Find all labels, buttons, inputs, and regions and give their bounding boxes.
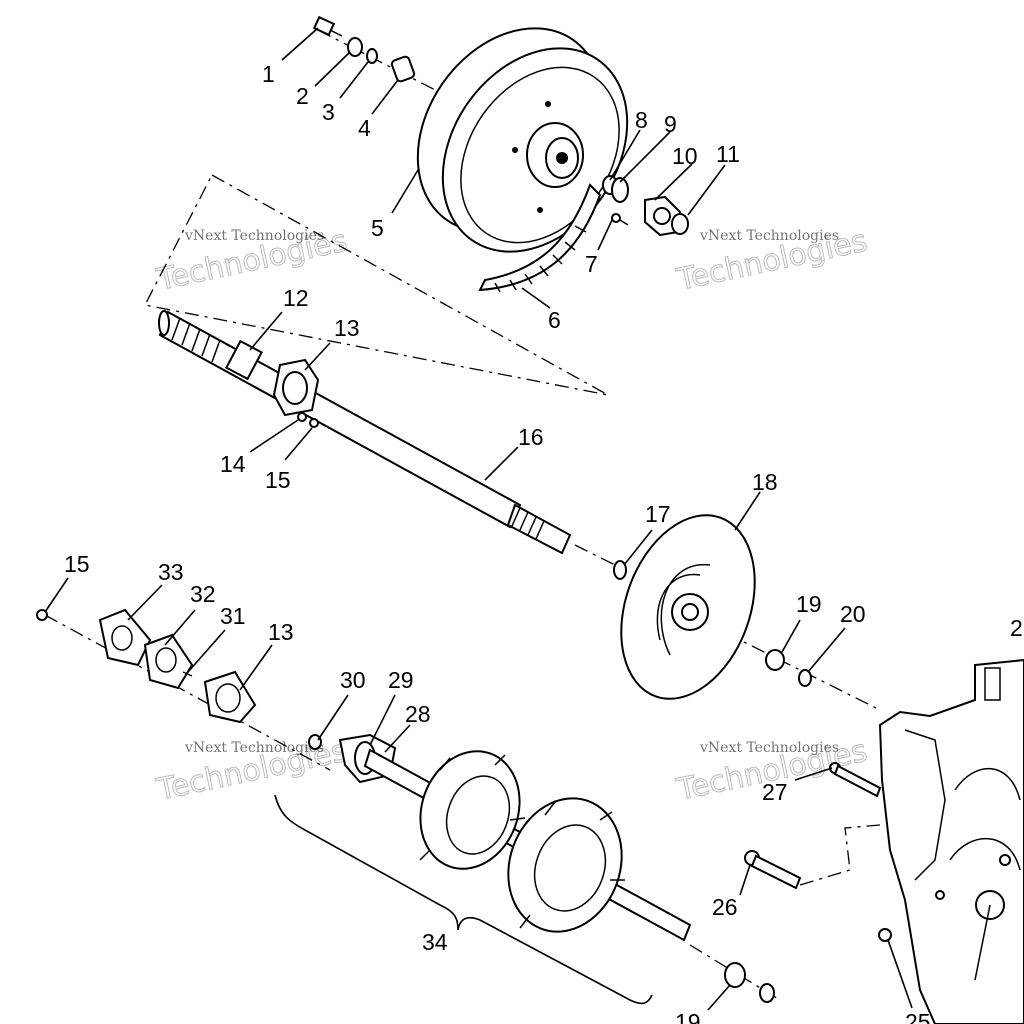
callout-19-bottom: 19: [675, 1009, 701, 1024]
chaincase-housing: [878, 658, 1024, 1024]
watermark-2: Technologies vNext Technologies: [673, 223, 871, 299]
callout-19-top: 19: [796, 591, 822, 617]
drive-shaft-part-16: [158, 310, 572, 555]
chain-part-6: [478, 183, 602, 293]
callout-2: 2: [296, 83, 309, 109]
callout-16: 16: [518, 424, 544, 450]
callout-8: 8: [635, 107, 648, 133]
callout-11: 11: [716, 141, 740, 167]
bearing-part-19-lower: [724, 962, 746, 988]
callout-9: 9: [664, 111, 677, 137]
callout-10: 10: [672, 143, 698, 169]
axis-line-top: [317, 29, 446, 96]
gasket-part-32: [143, 633, 194, 690]
watermark-small-text: vNext Technologies: [699, 228, 839, 244]
o-ring-part-17: [613, 560, 627, 580]
callout-28: 28: [405, 701, 431, 727]
callout-13-top: 13: [334, 315, 360, 341]
callout-20: 20: [840, 601, 866, 627]
callout-29: 29: [388, 667, 414, 693]
sprocket-wheel-part-5: [416, 27, 629, 253]
seal-part-11: [671, 213, 689, 235]
callout-31: 31: [220, 603, 246, 629]
callout-26: 26: [712, 894, 738, 920]
o-ring-part-20: [798, 669, 812, 687]
housing-part-13: [203, 670, 257, 724]
axis-line-mid: [574, 544, 616, 566]
nut-part-15: [36, 609, 48, 621]
watermark-small-text: vNext Technologies: [699, 740, 839, 756]
axis-line-bolt: [799, 824, 881, 886]
callout-12: 12: [283, 285, 309, 311]
callout-21-partial: 2: [1010, 615, 1023, 641]
callout-32: 32: [190, 581, 216, 607]
drive-axle-part-34: [363, 748, 692, 942]
spacer-part-4: [390, 55, 416, 83]
callout-15-left: 15: [64, 551, 90, 577]
callout-34: 34: [422, 929, 448, 955]
washer-part-9: [611, 177, 629, 203]
bolt-part-14: [297, 412, 307, 422]
bolt-part-31: [182, 671, 193, 677]
brake-disc-part-18: [620, 514, 756, 700]
bearing-part-19: [765, 649, 785, 671]
callout-5: 5: [371, 215, 384, 241]
plate-part-33: [98, 608, 152, 667]
callout-4: 4: [358, 115, 371, 141]
nut-part-15: [309, 418, 319, 428]
o-ring-part-20-lower: [759, 983, 775, 1003]
callout-14: 14: [220, 451, 246, 477]
callout-25: 25: [905, 1009, 931, 1024]
washer-part-3: [366, 48, 378, 64]
assembly-outline: [144, 174, 609, 396]
watermark-small-text: vNext Technologies: [184, 740, 324, 756]
callout-30: 30: [340, 667, 366, 693]
callout-15-top: 15: [265, 467, 291, 493]
washer-part-2: [347, 37, 363, 57]
assembly-bracket-34: [274, 794, 653, 1005]
callout-6: 6: [548, 307, 561, 333]
callout-3: 3: [322, 99, 335, 125]
axis-line-left: [44, 614, 331, 771]
nut-part-25: [878, 928, 892, 942]
bolt-part-1: [312, 15, 343, 37]
callout-27: 27: [762, 779, 788, 805]
screw-part-7: [611, 213, 629, 226]
callout-33: 33: [158, 559, 184, 585]
callout-7: 7: [585, 251, 598, 277]
callout-13-lower: 13: [268, 619, 294, 645]
seal-part-30: [308, 734, 322, 750]
bolt-part-27: [829, 762, 882, 798]
callout-1: 1: [262, 61, 275, 87]
callout-17: 17: [645, 501, 671, 527]
callout-18: 18: [752, 469, 778, 495]
bearing-housing-part-13: [272, 358, 320, 417]
watermark-small-text: vNext Technologies: [184, 228, 324, 244]
bolt-part-26: [744, 850, 802, 890]
